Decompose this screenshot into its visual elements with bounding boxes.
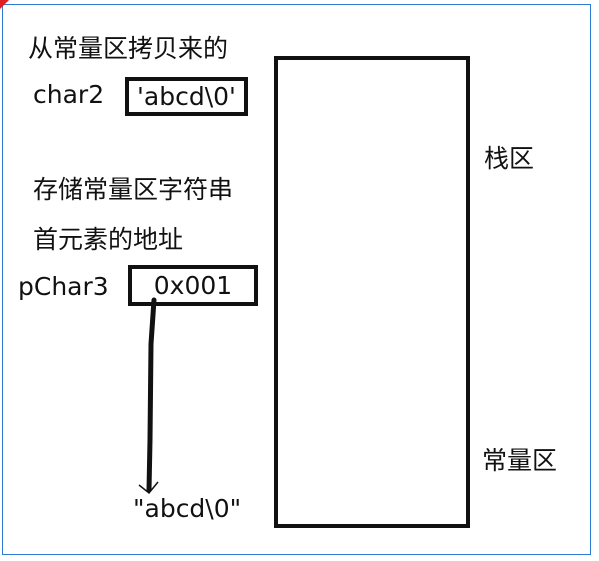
char2-value: 'abcd\0' bbox=[137, 81, 236, 111]
char2-value-box: 'abcd\0' bbox=[125, 77, 248, 116]
corner-mark bbox=[0, 0, 9, 9]
arrow-head bbox=[138, 481, 159, 495]
pointer-line bbox=[146, 297, 157, 493]
memory-block bbox=[274, 56, 470, 528]
label-store-addr-line2: 首元素的地址 bbox=[33, 225, 184, 254]
label-pchar3: pChar3 bbox=[18, 272, 109, 301]
label-store-addr-line1: 存储常量区字符串 bbox=[33, 175, 234, 204]
label-char2: char2 bbox=[33, 80, 105, 109]
figure-frame bbox=[2, 4, 591, 555]
label-const-string: "abcd\0" bbox=[133, 494, 242, 523]
label-stack-area: 栈区 bbox=[484, 144, 535, 173]
label-copy-from-const: 从常量区拷贝来的 bbox=[28, 34, 229, 63]
pchar3-value: 0x001 bbox=[153, 270, 233, 300]
label-const-area: 常量区 bbox=[482, 446, 558, 475]
pchar3-value-box: 0x001 bbox=[128, 265, 258, 306]
